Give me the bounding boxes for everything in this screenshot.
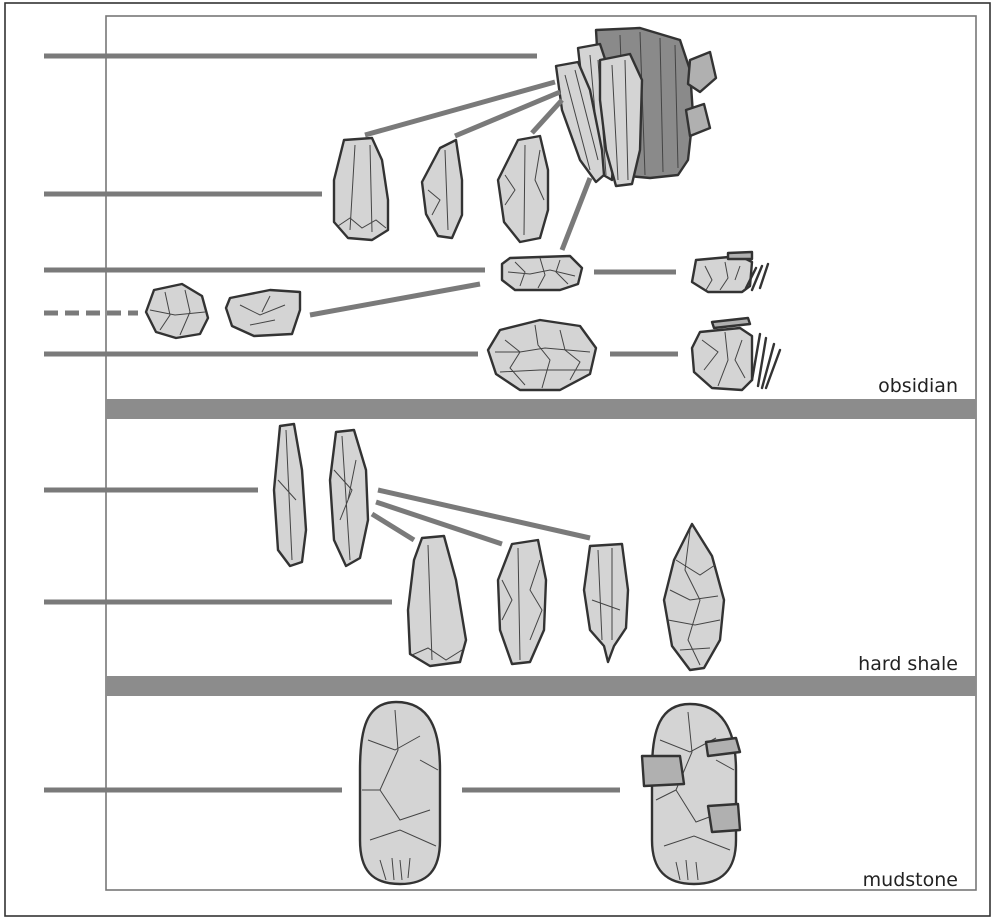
section-label-mudstone: mudstone bbox=[863, 869, 958, 891]
bifacial-preform bbox=[502, 256, 582, 290]
connector bbox=[562, 178, 590, 250]
divider-obsidian-shale bbox=[106, 399, 976, 419]
hard-shale-section bbox=[44, 424, 724, 670]
large-biface bbox=[488, 320, 596, 390]
blade-tool-2 bbox=[422, 140, 462, 238]
shale-tool-3 bbox=[584, 544, 628, 662]
hafted-mudstone-axe bbox=[642, 704, 740, 884]
shale-blade-1 bbox=[274, 424, 306, 566]
section-label-obsidian: obsidian bbox=[878, 375, 958, 397]
blade-tool-3 bbox=[498, 136, 548, 242]
mudstone-axe bbox=[360, 702, 440, 884]
connector bbox=[310, 284, 480, 315]
shale-tool-2 bbox=[498, 540, 546, 664]
connector bbox=[532, 100, 562, 133]
section-label-hard-shale: hard shale bbox=[858, 653, 958, 675]
preform-with-flakes bbox=[692, 252, 768, 292]
large-biface-with-flakes bbox=[692, 318, 780, 390]
outer-frame bbox=[5, 3, 990, 916]
blade-core bbox=[556, 28, 716, 186]
mudstone-section bbox=[44, 702, 740, 884]
blade-tool-1 bbox=[334, 138, 388, 240]
shale-leaf-point bbox=[664, 524, 724, 670]
shale-tool-1 bbox=[408, 536, 466, 666]
shale-blade-2 bbox=[330, 430, 368, 566]
raw-nodule-2 bbox=[226, 290, 300, 336]
divider-shale-mudstone bbox=[106, 676, 976, 696]
connector bbox=[372, 514, 414, 540]
obsidian-section bbox=[44, 28, 780, 390]
connector bbox=[455, 92, 560, 136]
raw-nodule-1 bbox=[146, 284, 208, 338]
